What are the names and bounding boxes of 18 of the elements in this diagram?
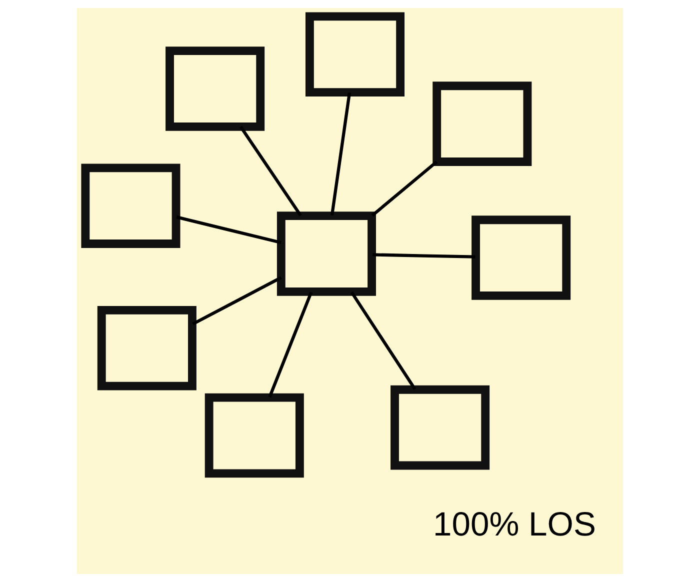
connector xyxy=(238,126,302,216)
node-box xyxy=(204,393,304,478)
node-box xyxy=(276,212,376,296)
connector xyxy=(176,216,281,244)
node-box xyxy=(432,82,532,166)
node-box xyxy=(96,306,196,390)
node-box xyxy=(304,12,404,97)
node-box xyxy=(390,385,490,470)
node-box xyxy=(471,216,570,300)
connector xyxy=(370,160,438,217)
label: 100% LOS xyxy=(432,506,596,544)
connector xyxy=(372,253,475,258)
connector xyxy=(268,292,312,398)
connector xyxy=(192,276,282,326)
node-box xyxy=(165,46,264,131)
connector xyxy=(350,291,416,390)
connector xyxy=(330,92,351,216)
node-box xyxy=(80,164,180,248)
